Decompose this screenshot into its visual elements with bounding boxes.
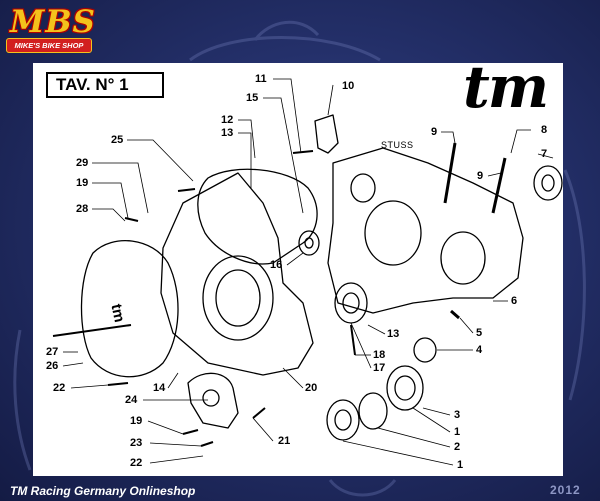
part-label: 7 bbox=[541, 148, 548, 160]
part-label: 15 bbox=[246, 92, 259, 104]
part-label: 9 bbox=[431, 126, 438, 138]
left-crankcase bbox=[160, 172, 314, 376]
ignition-cover bbox=[80, 240, 179, 378]
seal-1 bbox=[326, 399, 360, 441]
part-label: 22 bbox=[53, 382, 66, 394]
part-label: 3 bbox=[454, 409, 461, 421]
part-label: 16 bbox=[270, 259, 283, 271]
part-label: 21 bbox=[278, 435, 291, 447]
part-label: 6 bbox=[511, 295, 518, 307]
right-crankcase-bore-b bbox=[440, 231, 486, 285]
part-label: 26 bbox=[46, 360, 59, 372]
part-label: 1 bbox=[457, 459, 464, 471]
mbs-logo[interactable]: MBS MIKE'S BIKE SHOP bbox=[6, 4, 96, 54]
part-label: 25 bbox=[111, 134, 124, 146]
part-label: 4 bbox=[476, 344, 483, 356]
part-label: 14 bbox=[153, 382, 166, 394]
part-label: 9 bbox=[477, 170, 484, 182]
part-label: 2 bbox=[454, 441, 461, 453]
part-label: 17 bbox=[373, 362, 386, 374]
right-crankcase-bore-a bbox=[364, 200, 422, 266]
oil-seal-16 bbox=[298, 230, 320, 256]
engine-exploded-drawing: tm bbox=[52, 78, 563, 466]
part-label: 22 bbox=[130, 457, 143, 469]
logo-subtitle: MIKE'S BIKE SHOP bbox=[6, 38, 92, 53]
part-label: 5 bbox=[476, 327, 483, 339]
part-label: 23 bbox=[130, 437, 143, 449]
bearing-4 bbox=[413, 337, 437, 363]
tm-brand-logo: tm bbox=[463, 63, 549, 121]
bearing-7 bbox=[533, 165, 563, 201]
table-number: TAV. N° 1 bbox=[46, 72, 164, 98]
part-label: 8 bbox=[541, 124, 548, 136]
part-label: 29 bbox=[76, 157, 89, 169]
part-label: 19 bbox=[76, 177, 89, 189]
part-label: 20 bbox=[305, 382, 318, 394]
stud-left bbox=[443, 142, 457, 204]
part-label: 18 bbox=[373, 349, 386, 361]
part-label: 1 bbox=[454, 426, 461, 438]
stud-right bbox=[491, 157, 507, 214]
water-pump-cover bbox=[187, 372, 239, 429]
part-label: 13 bbox=[387, 328, 400, 340]
part-label: 19 bbox=[130, 415, 143, 427]
left-crankcase-bore bbox=[202, 255, 274, 341]
parts-diagram: tm bbox=[33, 63, 563, 476]
part-label: 28 bbox=[76, 203, 89, 215]
stuss-label: STUSS bbox=[381, 140, 414, 150]
screw-27 bbox=[52, 324, 132, 337]
shop-footer-link[interactable]: TM Racing Germany Onlineshop bbox=[10, 484, 196, 498]
part-label: 12 bbox=[221, 114, 234, 126]
bracket-10 bbox=[314, 114, 339, 154]
part-label: 10 bbox=[342, 80, 355, 92]
part-label: 11 bbox=[255, 73, 267, 85]
svg-text:tm: tm bbox=[107, 302, 127, 323]
part-label: 24 bbox=[125, 394, 138, 406]
right-crankcase bbox=[327, 147, 524, 314]
bearing-3 bbox=[386, 365, 424, 411]
ring-2 bbox=[358, 392, 388, 430]
logo-mark: MBS bbox=[10, 4, 96, 40]
crankcase-gasket bbox=[197, 168, 318, 265]
copyright-year: 2012 bbox=[550, 483, 581, 497]
part-label: 13 bbox=[221, 127, 234, 139]
part-label: 27 bbox=[46, 346, 59, 358]
